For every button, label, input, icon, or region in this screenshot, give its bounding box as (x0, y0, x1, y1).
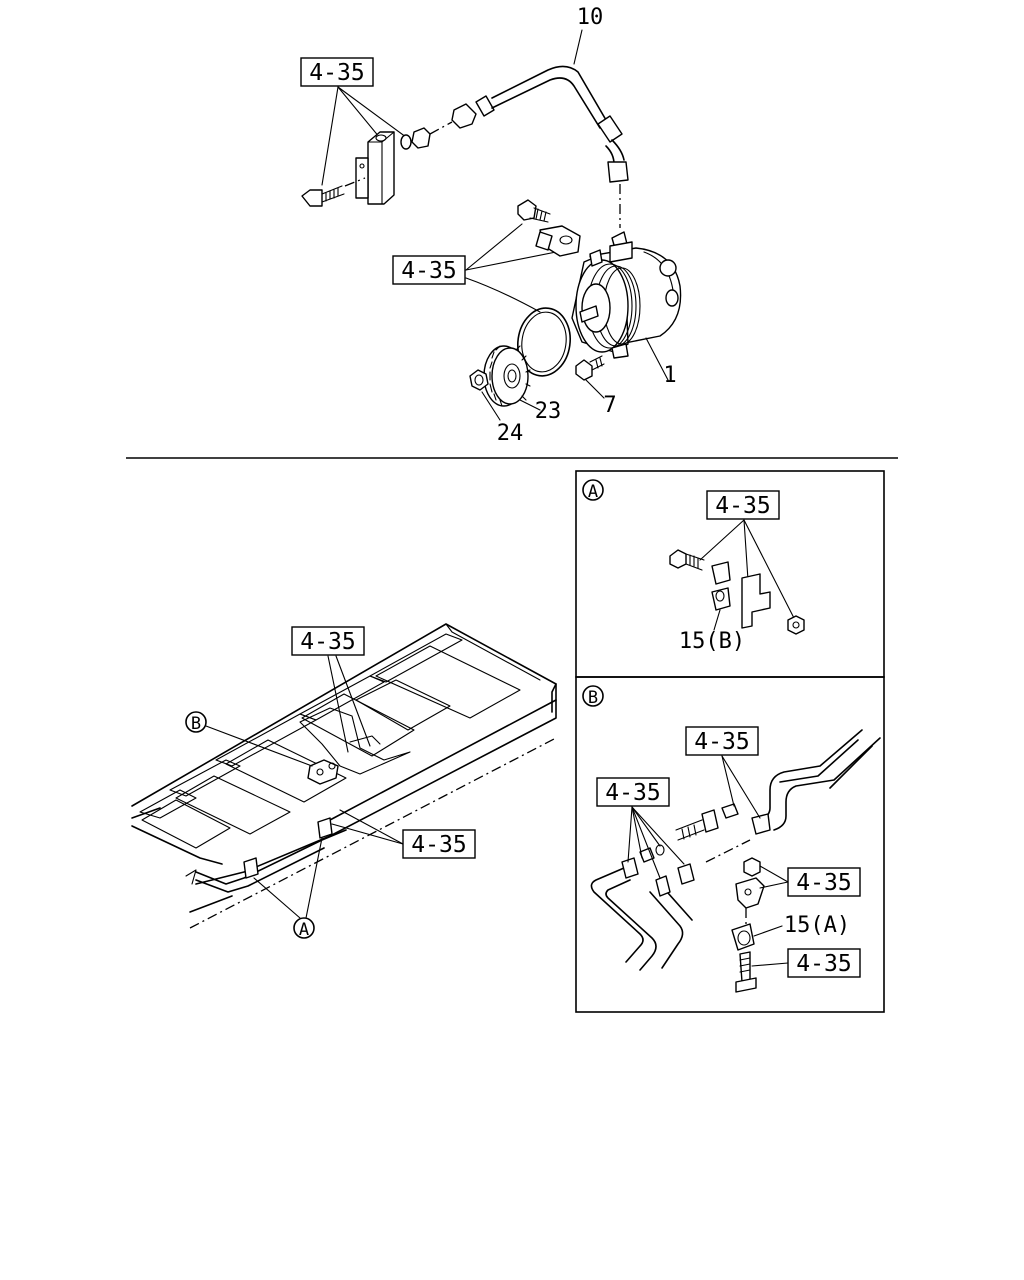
ref-label-detail-b-bolt: 4-35 (796, 951, 851, 977)
hose-nut (411, 127, 431, 149)
detail-marker-b[interactable] (185, 711, 207, 733)
vacuum-pump-assembly: 4-35 (300, 5, 682, 446)
ref-box-detail-b-bolt[interactable] (787, 948, 861, 978)
gear-nut (469, 369, 489, 391)
o-ring (517, 307, 571, 377)
ref-label-detail-b-upper: 4-35 (694, 729, 749, 755)
ref-label-detail-b-nut: 4-35 (796, 870, 851, 896)
part-number-24: 24 (497, 421, 524, 446)
pump-mount-bolt (575, 355, 605, 381)
detail-marker-a-letter: A (299, 920, 309, 940)
vacuum-hose (451, 65, 629, 228)
detail-marker-a[interactable] (293, 917, 315, 939)
ref-label-detail-a: 4-35 (715, 493, 770, 519)
ref-box-hose-bracket[interactable] (300, 57, 374, 87)
detail-b-title: B (588, 688, 598, 708)
detail-marker-b-letter: B (191, 714, 201, 734)
detail-a-title: A (588, 482, 598, 502)
ref-box-detail-a[interactable] (706, 490, 780, 520)
ref-label-hose-bracket: 4-35 (309, 60, 364, 86)
part-number-7: 7 (603, 393, 616, 418)
chassis-frame-view: 4-35 B 4-35 A (131, 623, 557, 940)
ref-label-frame-upper: 4-35 (300, 629, 355, 655)
drive-gear (483, 345, 531, 407)
ref-box-frame-upper[interactable] (291, 626, 365, 656)
part-number-1: 1 (663, 363, 676, 388)
pipe-clip-a1 (243, 857, 259, 879)
washer (400, 134, 412, 150)
part-number-15b: 15(B) (679, 629, 745, 654)
ref-label-frame-lower: 4-35 (411, 832, 466, 858)
detail-panel-a: A 4-35 15(B) (575, 470, 885, 678)
bracket-bolt (301, 177, 366, 207)
pump-flange-bolt (517, 199, 551, 223)
pipe-clip-a2 (317, 817, 333, 839)
ref-label-pump: 4-35 (401, 258, 456, 284)
part-number-15a: 15(A) (784, 913, 850, 938)
ref-box-detail-b-nut[interactable] (787, 867, 861, 897)
part-number-23: 23 (535, 399, 562, 424)
ref-box-pump[interactable] (392, 255, 466, 285)
part-number-10: 10 (577, 5, 604, 30)
pump-fitting (535, 225, 581, 257)
hose-bracket (355, 131, 395, 205)
ref-label-detail-b-left: 4-35 (605, 780, 660, 806)
ref-box-detail-b-left[interactable] (596, 777, 670, 807)
vacuum-pump (571, 231, 682, 359)
detail-panel-b: B 4-35 4-35 (575, 676, 885, 1013)
ref-box-detail-b-upper[interactable] (685, 726, 759, 756)
